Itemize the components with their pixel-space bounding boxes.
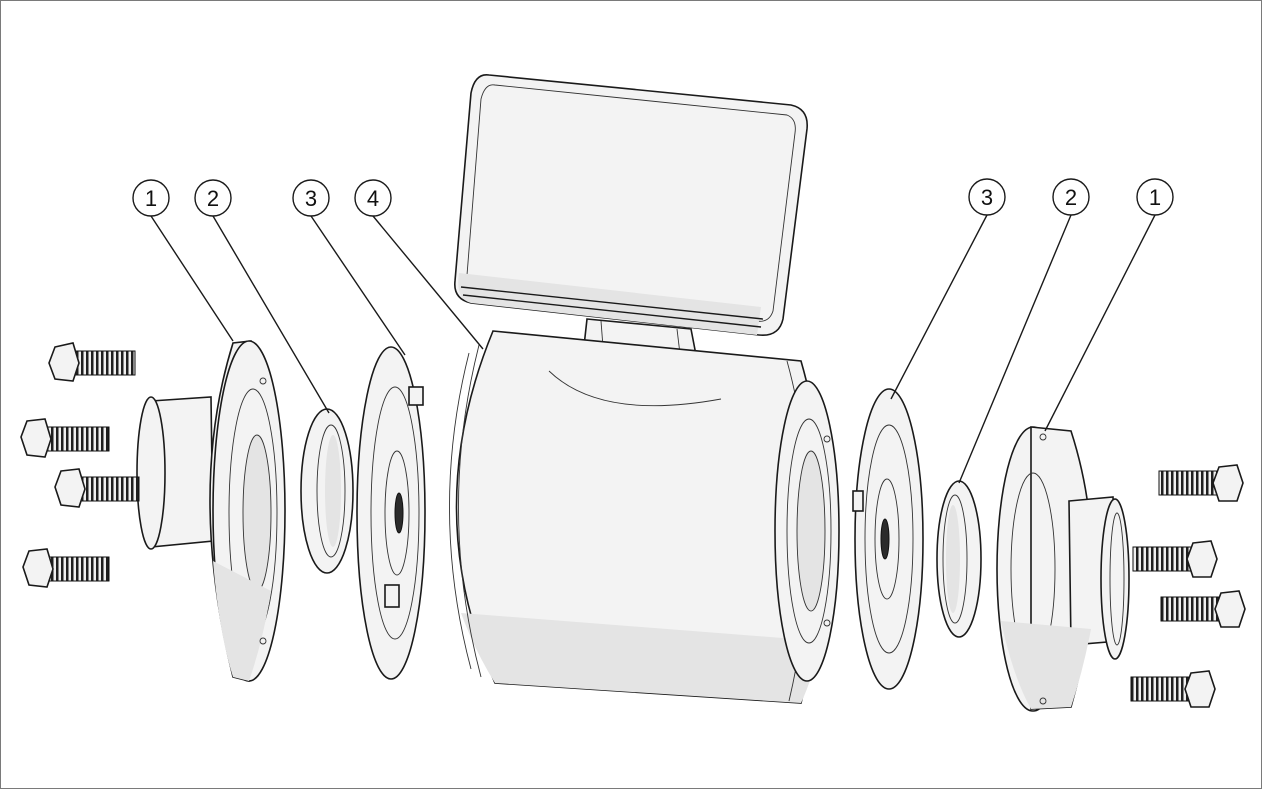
bolt — [1130, 670, 1216, 708]
flange-right — [996, 426, 1130, 712]
callout-label: 4 — [367, 186, 379, 211]
flange-left — [136, 340, 286, 682]
bolt — [48, 342, 136, 382]
bolt — [22, 548, 110, 588]
callout-4-left: 4 — [354, 179, 392, 217]
callout-3-right: 3 — [968, 178, 1006, 216]
callout-label: 3 — [305, 186, 317, 211]
grounding-disc-right — [852, 388, 924, 690]
bolts-left — [20, 342, 140, 588]
bolt — [1132, 540, 1218, 578]
bolts-right — [1130, 464, 1246, 708]
display-housing — [454, 74, 808, 336]
callout-label: 1 — [145, 186, 157, 211]
callout-3-left: 3 — [292, 179, 330, 217]
bolt — [20, 418, 110, 458]
callout-label: 2 — [1065, 185, 1077, 210]
bolt — [1160, 590, 1246, 628]
gasket-left — [300, 408, 354, 574]
gasket-right — [936, 480, 982, 638]
callout-label: 3 — [981, 185, 993, 210]
callout-2-right: 2 — [1052, 178, 1090, 216]
callout-label: 2 — [207, 186, 219, 211]
leader-lines — [150, 214, 1156, 484]
grounding-disc-left — [356, 346, 426, 680]
callout-1-left: 1 — [132, 179, 170, 217]
callout-label: 1 — [1149, 185, 1161, 210]
meter-body — [449, 74, 840, 704]
bolt — [1158, 464, 1244, 502]
meter-cylinder — [449, 330, 840, 704]
callout-1-right: 1 — [1136, 178, 1174, 216]
callout-2-left: 2 — [194, 179, 232, 217]
bolt — [54, 468, 140, 508]
